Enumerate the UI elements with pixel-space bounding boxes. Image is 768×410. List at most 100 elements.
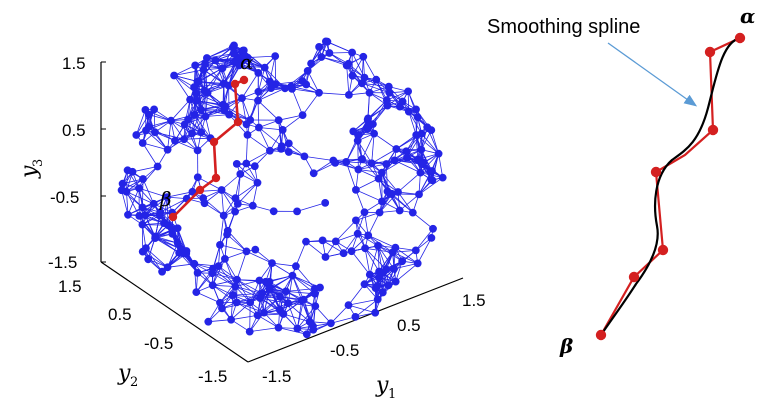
graph-node — [211, 56, 220, 65]
graph-node — [292, 262, 300, 271]
graph-edge — [394, 160, 421, 173]
y3-tick-label: 0.5 — [62, 121, 86, 140]
graph-edge — [224, 105, 247, 125]
graph-edge — [355, 212, 380, 221]
geodesic-path-nodes — [168, 75, 249, 222]
graph-node — [193, 96, 202, 105]
graph-edge — [142, 224, 147, 249]
graph-node — [413, 155, 422, 164]
graph-node — [269, 207, 278, 216]
graph-node — [117, 186, 126, 195]
graph-edge — [304, 156, 334, 161]
graph-node — [284, 299, 293, 308]
svg-text:3: 3 — [31, 159, 46, 167]
graph-edge — [212, 244, 221, 269]
graph-node — [193, 269, 202, 277]
svg-text:y: y — [375, 373, 389, 398]
graph-edge — [258, 127, 271, 151]
graph-node — [236, 170, 245, 178]
sphere-plot: 1.5 0.5 -0.5 -1.5 1.5 0.5 -0.5 -1.5 -1.5… — [17, 37, 486, 402]
graph-edge — [257, 314, 279, 328]
graph-node — [279, 310, 288, 318]
graph-node — [242, 159, 251, 168]
graph-edge — [145, 247, 168, 268]
beta-label: β — [159, 187, 172, 211]
graph-edge — [295, 265, 316, 289]
graph-node — [321, 199, 330, 207]
graph-node — [186, 95, 195, 104]
graph-edge — [305, 241, 326, 258]
graph-node — [191, 61, 200, 70]
graph-node — [260, 308, 268, 317]
graph-edge — [291, 88, 303, 116]
graph-node — [298, 111, 307, 119]
graph-edge — [397, 191, 414, 213]
graph-edge — [307, 52, 330, 72]
graph-node — [378, 197, 386, 206]
graph-edge — [170, 120, 193, 134]
graph-node — [371, 308, 380, 317]
graph-edge — [348, 283, 365, 306]
graph-edge — [221, 173, 241, 191]
graph-node — [128, 167, 137, 176]
graph-edge — [193, 263, 214, 286]
graph-edge — [226, 234, 247, 252]
graph-node — [307, 59, 315, 68]
graph-edge — [278, 114, 303, 121]
graph-node — [173, 224, 182, 233]
graph-node — [155, 211, 164, 220]
graph-node — [248, 201, 257, 210]
graph-node — [367, 159, 376, 168]
graph-edge — [283, 313, 310, 323]
graph-node — [416, 168, 425, 177]
graph-node — [353, 136, 362, 145]
graph-node — [135, 184, 143, 193]
spline-plot: Smoothing spline α β — [487, 4, 755, 358]
graph-node — [384, 281, 393, 290]
graph-edge — [330, 304, 349, 324]
graph-edge — [369, 245, 379, 275]
graph-node — [360, 208, 369, 217]
graph-node — [353, 229, 362, 238]
svg-text:y: y — [17, 165, 42, 179]
y3-tick-label: -0.5 — [50, 188, 79, 207]
graph-node — [216, 298, 224, 307]
graph-edge — [346, 65, 350, 95]
graph-edge — [145, 247, 163, 272]
graph-edge — [235, 182, 258, 199]
graph-edge — [230, 295, 234, 320]
graph-edge — [343, 233, 359, 254]
graph-edge — [264, 67, 286, 89]
graph-node — [217, 186, 226, 194]
graph-edge — [196, 291, 221, 304]
graph-node — [231, 207, 240, 216]
graph-edge — [287, 303, 298, 329]
graph-node — [386, 190, 394, 198]
graph-node — [390, 265, 398, 273]
graph-node — [240, 53, 249, 61]
spline-path-nodes — [595, 32, 746, 341]
graph-edge — [364, 248, 380, 272]
graph-node — [253, 178, 262, 187]
graph-node — [302, 330, 311, 339]
graph-edge — [395, 263, 418, 282]
graph-edge — [388, 261, 403, 286]
graph-nodes — [117, 37, 447, 339]
graph-node — [408, 208, 417, 217]
graph-edge — [167, 120, 172, 150]
graph-edge — [205, 114, 230, 117]
graph-edge — [297, 299, 305, 329]
y1-tick-label: -1.5 — [262, 367, 291, 386]
graph-edge — [330, 316, 356, 324]
graph-node — [227, 315, 236, 324]
graph-node — [404, 107, 413, 116]
graph-edge — [281, 145, 305, 157]
graph-node — [203, 54, 211, 62]
graph-edge — [438, 153, 444, 178]
graph-node — [254, 69, 263, 77]
graph-node — [360, 280, 369, 289]
discrete-path — [600, 37, 741, 336]
graph-node — [274, 323, 283, 332]
graph-node — [254, 96, 262, 105]
graph-node — [364, 114, 372, 123]
